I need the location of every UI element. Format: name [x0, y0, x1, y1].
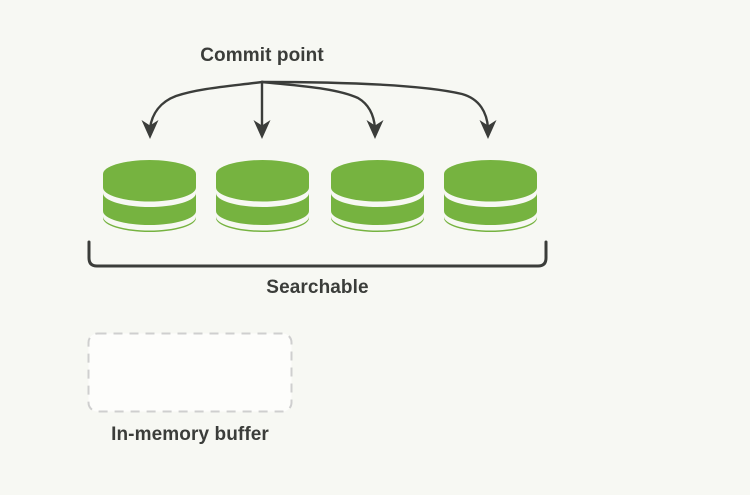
segment-cylinder-4 [444, 160, 537, 232]
commit-arrow-1 [148, 80, 264, 130]
segments-group [103, 160, 537, 232]
searchable-label: Searchable [266, 277, 369, 298]
segment-cylinder-2 [216, 160, 309, 232]
in-memory-buffer-box [87, 332, 293, 413]
commit-arrow-3 [260, 80, 377, 130]
segment-cylinder-3 [331, 160, 424, 232]
segment-cylinder-1 [103, 160, 196, 232]
arrowhead-3 [366, 120, 384, 139]
arrowhead-1 [141, 120, 159, 139]
commit-point-label: Commit point [200, 45, 324, 66]
commit-arrows-group [148, 80, 490, 130]
in-memory-buffer-label: In-memory buffer [111, 424, 269, 445]
searchable-bracket [87, 240, 548, 268]
arrowhead-4 [479, 120, 497, 139]
arrowhead-2 [253, 120, 271, 139]
commit-arrowheads-group [141, 120, 497, 139]
commit-arrow-4 [260, 80, 490, 130]
